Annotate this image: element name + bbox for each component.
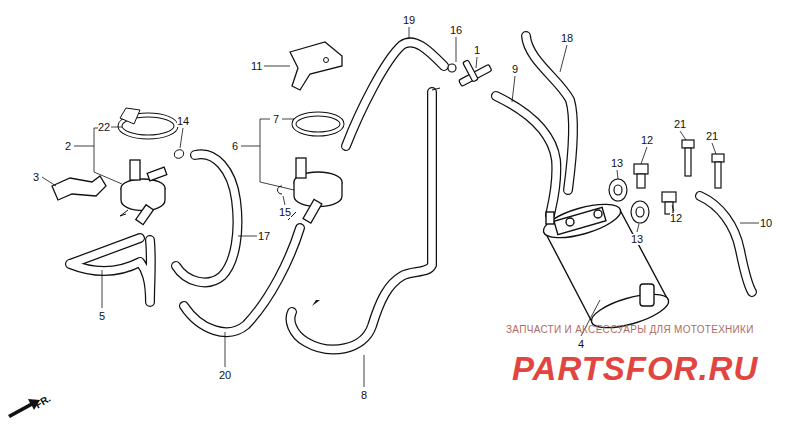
callout-number: 8 (361, 390, 367, 401)
callout-number: 13 (631, 234, 643, 245)
callout-number: 16 (450, 25, 462, 36)
callout-number: 9 (512, 64, 518, 75)
callout-number: 15 (279, 207, 291, 218)
callout-number: 2 (65, 141, 71, 152)
callout-number: 4 (578, 339, 584, 350)
watermark-logo: PARTSFOR.RU (512, 352, 758, 385)
callout-number: 7 (273, 114, 279, 125)
callout-number: 5 (99, 311, 105, 322)
callout-number: 21 (706, 131, 718, 142)
callout-number: 22 (98, 122, 110, 133)
callout-number: 21 (674, 119, 686, 130)
callout-number: 19 (403, 15, 415, 26)
callout-number: 3 (33, 172, 39, 183)
callout-number: 6 (232, 141, 238, 152)
watermark-text: ЗАПЧАСТИ И АКСЕССУАРЫ ДЛЯ МОТОТЕХНИКИ (506, 325, 754, 335)
callout-number: 11 (251, 61, 262, 72)
callout-number: 14 (177, 116, 189, 127)
callout-number: 1 (474, 45, 480, 56)
callout-number: 10 (760, 218, 772, 229)
callout-number: 20 (219, 370, 231, 381)
direction-label: FR. (34, 393, 53, 410)
callout-number: 12 (641, 135, 653, 146)
callout-number: 18 (561, 33, 573, 44)
callout-number: 17 (258, 231, 270, 242)
callout-number: 12 (670, 213, 682, 224)
callout-number: 13 (611, 158, 623, 169)
